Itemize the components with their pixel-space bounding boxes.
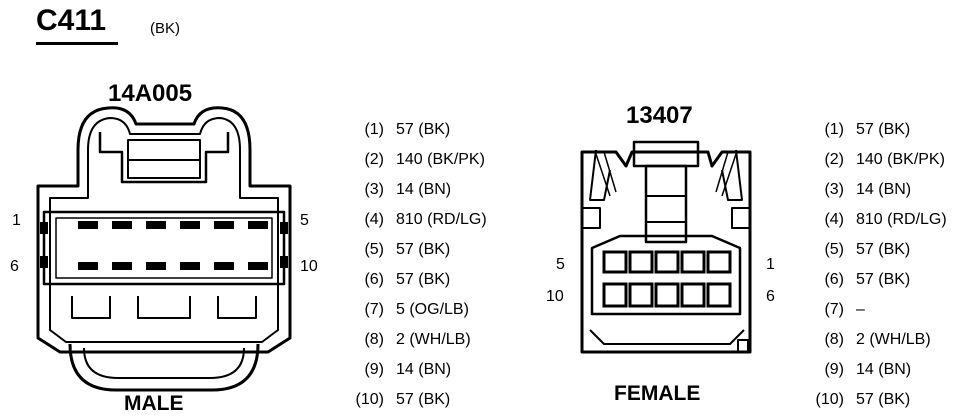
female-pinout-list: (1) 57 (BK) (2) 140 (BK/PK) (3) 14 (BN) (4)…: [806, 115, 947, 415]
pinout-row: (1) 57 (BK): [806, 115, 947, 145]
pin-number: (7): [364, 301, 384, 318]
pinout-row: (4) 810 (RD/LG): [806, 205, 947, 235]
pinout-row: (5) 57 (BK): [806, 235, 947, 265]
pin-number: (9): [824, 361, 844, 378]
pin-number: (10): [355, 391, 384, 408]
pin-circuit: 140 (BK/PK): [396, 151, 485, 168]
pinout-row: (4) 810 (RD/LG): [346, 205, 487, 235]
pin-circuit: 57 (BK): [396, 121, 451, 138]
male-pin-label-top-left: 1: [12, 212, 21, 229]
pin-number: (4): [824, 211, 844, 228]
pinout-row: (1) 57 (BK): [346, 115, 487, 145]
pin-number: (8): [364, 331, 384, 348]
pin-circuit: 140 (BK/PK): [856, 151, 945, 168]
pin-circuit: 810 (RD/LG): [856, 211, 947, 228]
pin-circuit: 57 (BK): [396, 391, 451, 408]
pin-circuit: 57 (BK): [856, 241, 911, 258]
pin-number: (1): [824, 121, 844, 138]
pinout-row: (2) 140 (BK/PK): [806, 145, 947, 175]
pin-number: (2): [824, 151, 844, 168]
pinout-row: (7)–: [806, 295, 947, 325]
pin-circuit: 57 (BK): [856, 121, 911, 138]
pin-number: (5): [364, 241, 384, 258]
male-pin-label-top-right: 5: [300, 212, 309, 229]
female-pin-label-bottom-right: 6: [766, 288, 775, 305]
male-connector-drawing: [36, 106, 292, 392]
pin-circuit: 14 (BN): [396, 181, 452, 198]
pin-number: (6): [824, 271, 844, 288]
pinout-row: (9) 14 (BN): [806, 355, 947, 385]
female-gender-label: FEMALE: [614, 382, 701, 405]
pinout-row: (3) 14 (BN): [346, 175, 487, 205]
pin-number: (3): [824, 181, 844, 198]
connector-color-code: (BK): [150, 20, 180, 37]
pin-circuit: 2 (WH/LB): [396, 331, 471, 348]
pin-number: (4): [364, 211, 384, 228]
pinout-row: (6) 57 (BK): [806, 265, 947, 295]
pin-number: (10): [815, 391, 844, 408]
male-pin-label-bottom-left: 6: [10, 258, 19, 275]
male-pinout-list: (1) 57 (BK) (2) 140 (BK/PK) (3) 14 (BN) (4)…: [346, 115, 487, 415]
pinout-row: (3) 14 (BN): [806, 175, 947, 205]
female-pin-label-top-right: 1: [766, 256, 775, 273]
pinout-row: (2) 140 (BK/PK): [346, 145, 487, 175]
pin-number: (7): [824, 301, 844, 318]
pin-number: (3): [364, 181, 384, 198]
pin-number: (5): [824, 241, 844, 258]
pin-circuit: 57 (BK): [856, 391, 911, 408]
female-connector-drawing: [580, 140, 752, 354]
pin-number: (9): [364, 361, 384, 378]
pin-circuit: 57 (BK): [856, 271, 911, 288]
pin-circuit: 810 (RD/LG): [396, 211, 487, 228]
pin-circuit: –: [856, 301, 865, 318]
female-pin-label-bottom-left: 10: [546, 288, 564, 305]
pinout-row: (10) 57 (BK): [806, 385, 947, 415]
female-pin-label-top-left: 5: [556, 256, 565, 273]
title-underline: [36, 42, 118, 45]
pin-circuit: 14 (BN): [856, 181, 912, 198]
pin-number: (8): [824, 331, 844, 348]
male-pins: [78, 221, 268, 270]
pin-circuit: 57 (BK): [396, 271, 451, 288]
pinout-row: (7) 5 (OG/LB): [346, 295, 487, 325]
pinout-row: (5) 57 (BK): [346, 235, 487, 265]
female-cavities: [602, 250, 732, 308]
pin-number: (2): [364, 151, 384, 168]
pinout-row: (6) 57 (BK): [346, 265, 487, 295]
pinout-row: (10) 57 (BK): [346, 385, 487, 415]
pin-number: (6): [364, 271, 384, 288]
male-pin-label-bottom-right: 10: [300, 258, 318, 275]
pin-circuit: 14 (BN): [396, 361, 452, 378]
pin-circuit: 2 (WH/LB): [856, 331, 931, 348]
pinout-row: (9) 14 (BN): [346, 355, 487, 385]
pin-number: (1): [364, 121, 384, 138]
male-gender-label: MALE: [124, 392, 184, 415]
connector-id: C411: [36, 4, 107, 37]
pin-circuit: 5 (OG/LB): [396, 301, 469, 318]
pin-circuit: 14 (BN): [856, 361, 912, 378]
male-part-number: 14A005: [108, 80, 193, 107]
pinout-row: (8) 2 (WH/LB): [806, 325, 947, 355]
pin-circuit: 57 (BK): [396, 241, 451, 258]
female-part-number: 13407: [626, 102, 693, 129]
pinout-row: (8) 2 (WH/LB): [346, 325, 487, 355]
